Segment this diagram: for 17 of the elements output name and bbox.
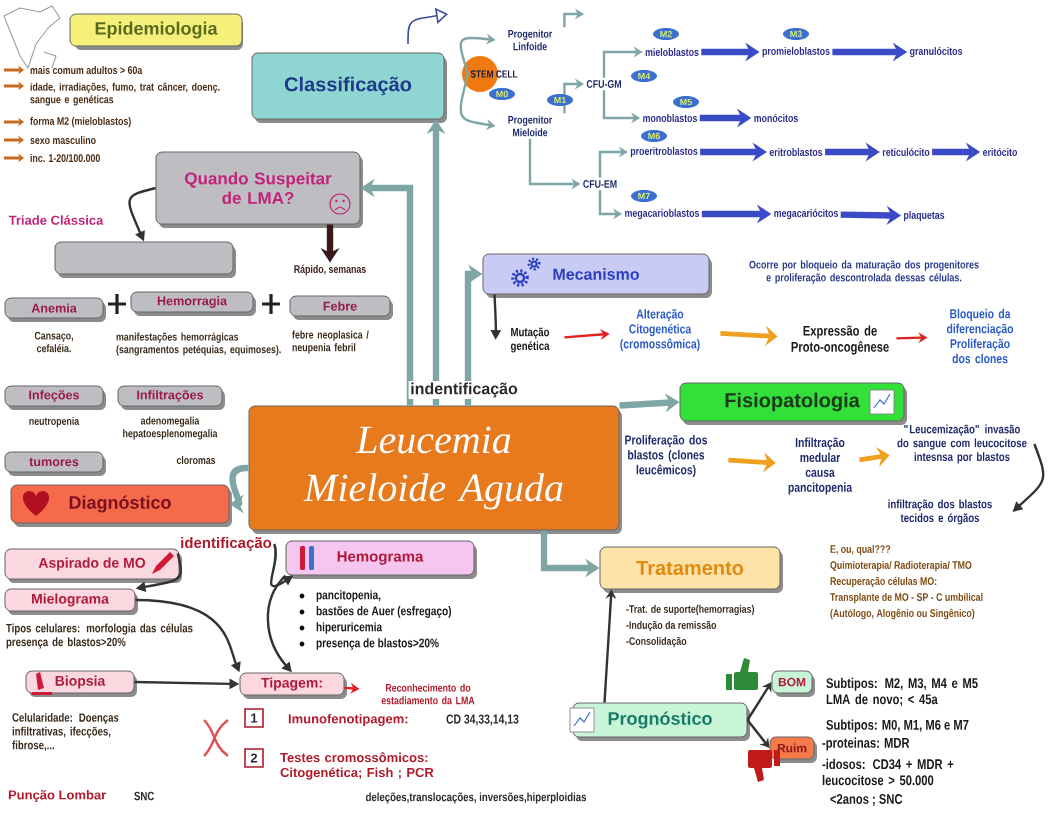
topic-box: Mecanismo xyxy=(482,253,712,298)
topic-box: Quando Suspeitar de LMA? xyxy=(155,151,363,228)
arrow xyxy=(746,719,770,748)
arrow xyxy=(563,8,584,28)
title-box: Leucemia Mieloide Aguda xyxy=(248,405,622,534)
topic-box: Fisiopatologia xyxy=(679,382,907,425)
topic-box: Diagnóstico xyxy=(10,484,232,527)
topic-box: Tratamento xyxy=(599,546,783,593)
heading-text: indentificação xyxy=(408,380,520,400)
arrow xyxy=(746,682,772,721)
arrow xyxy=(563,78,584,114)
arrow xyxy=(229,464,249,514)
topic-box: Epidemiologia xyxy=(69,13,243,50)
blank-pill xyxy=(54,241,236,278)
arrow xyxy=(598,146,628,178)
topic-box: Classificação xyxy=(251,52,447,123)
topic-box: Prognóstico xyxy=(572,702,750,741)
